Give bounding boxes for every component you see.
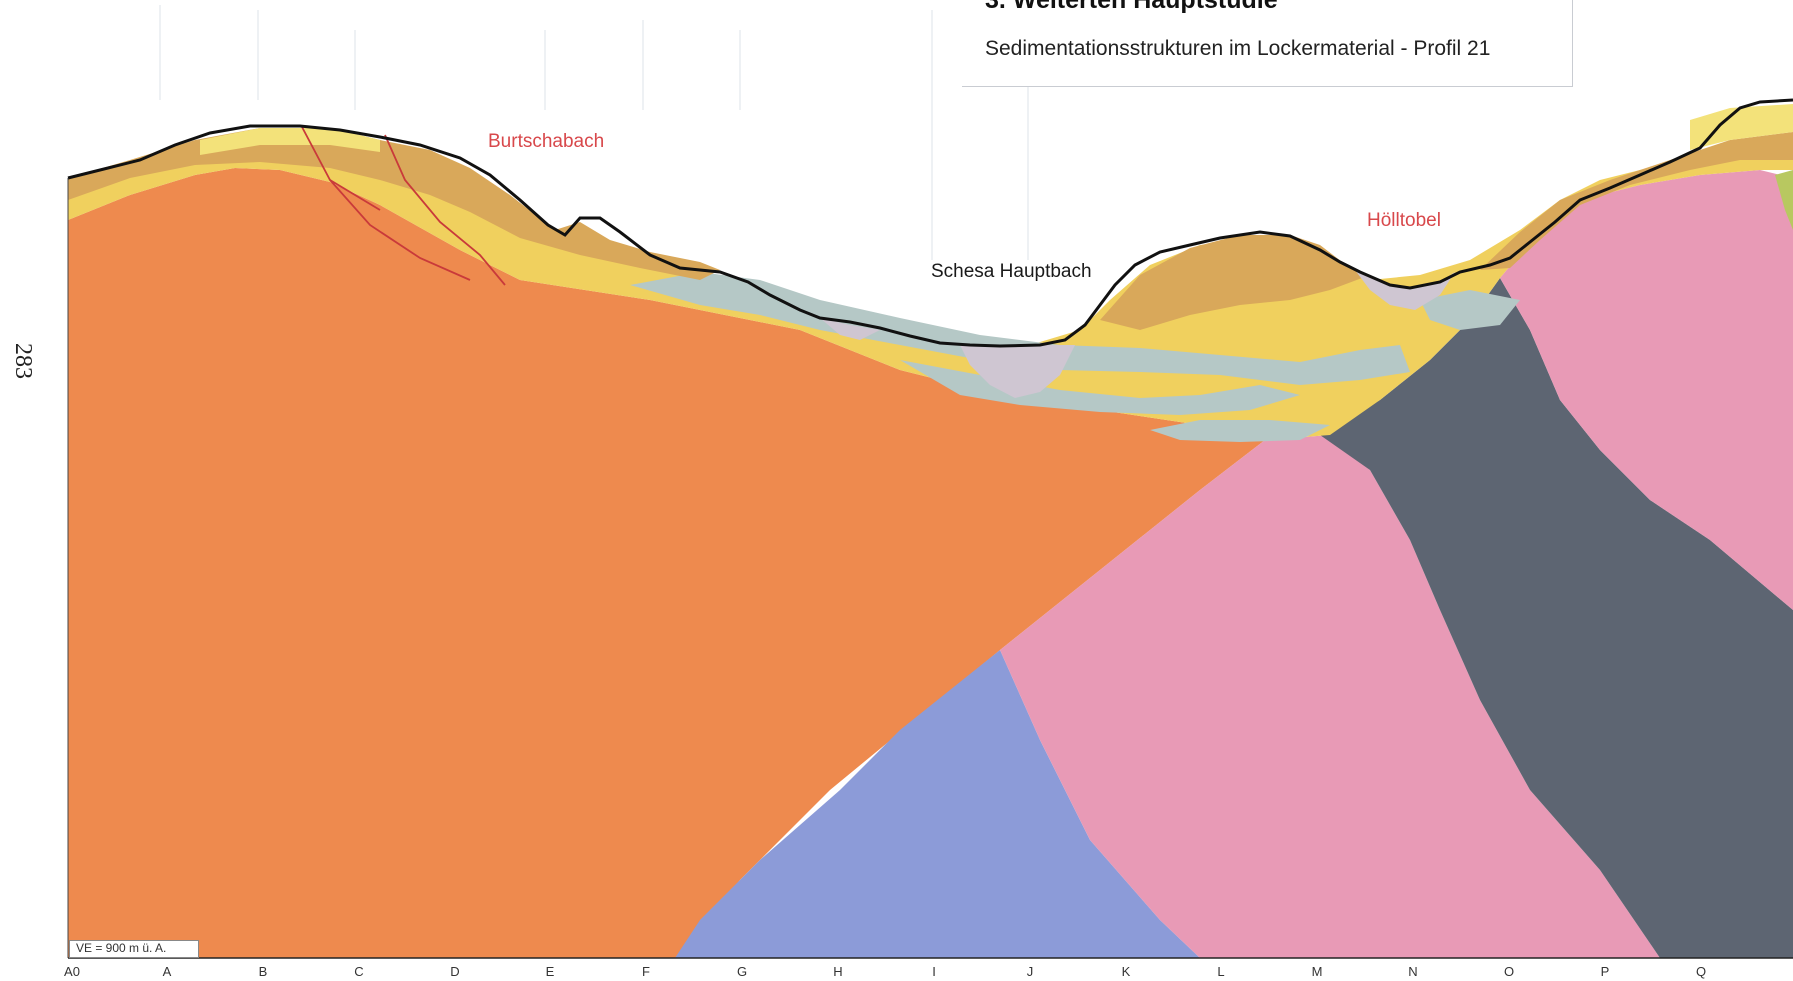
pink-rock-unit-center — [1000, 435, 1660, 958]
sediment-gray-blue-layer-4 — [1420, 290, 1520, 330]
tick-label: I — [932, 964, 936, 979]
fault-lines — [301, 126, 506, 286]
title-box — [962, 0, 1573, 87]
profile-subtitle: Sedimentationsstrukturen im Lockermateri… — [985, 37, 1491, 60]
sediment-brown-unit-center — [1100, 235, 1370, 330]
tick-label: B — [258, 964, 268, 979]
sediment-gray-blue-layer-1 — [630, 272, 1410, 385]
blue-rock-unit — [675, 650, 1200, 958]
tick-label: A0 — [64, 964, 80, 979]
tick-label: J — [1026, 964, 1034, 979]
tick-label: Q — [1695, 964, 1707, 979]
pink-rock-unit-right — [1500, 170, 1793, 610]
valley-fill-schesa — [960, 345, 1075, 398]
page-number: 283 — [10, 343, 36, 379]
sediment-gray-blue-layer-3 — [1150, 420, 1330, 442]
valley-fill-h — [820, 318, 880, 340]
tick-label: K — [1121, 964, 1131, 979]
sediment-light-yellow-top-right — [1690, 104, 1793, 150]
tick-label: L — [1217, 964, 1225, 979]
tick-label: F — [642, 964, 650, 979]
tick-label: P — [1600, 964, 1610, 979]
page-title: 3. Weiterten Hauptstudie — [985, 0, 1278, 14]
green-unit-right-edge — [1775, 170, 1793, 230]
label-hoelltobel: Hölltobel — [1367, 210, 1441, 231]
label-schesa-hauptbach: Schesa Hauptbach — [931, 261, 1092, 282]
tick-label: M — [1311, 964, 1323, 979]
tick-label: C — [354, 964, 364, 979]
sediment-light-yellow-top — [200, 128, 380, 155]
tick-label: G — [736, 964, 748, 979]
tick-label: A — [162, 964, 172, 979]
tick-label: E — [545, 964, 555, 979]
background-scan-artifacts — [159, 5, 1029, 260]
dark-gray-rock-unit — [1320, 278, 1793, 958]
sediment-brown-unit-left — [68, 128, 720, 280]
topographic-surface-line — [67, 98, 1793, 348]
scale-note-box — [69, 940, 199, 958]
tick-label: N — [1408, 964, 1418, 979]
tick-label: O — [1503, 964, 1515, 979]
valley-fill-hoelltobel — [1355, 270, 1455, 310]
tick-label: D — [450, 964, 460, 979]
sediment-gray-blue-layer-2 — [900, 360, 1300, 415]
scale-note: VE = 900 m ü. A. — [76, 941, 167, 955]
orange-rock-unit — [68, 168, 1265, 958]
label-burtschabach: Burtschabach — [488, 131, 605, 152]
tick-label: H — [833, 964, 843, 979]
